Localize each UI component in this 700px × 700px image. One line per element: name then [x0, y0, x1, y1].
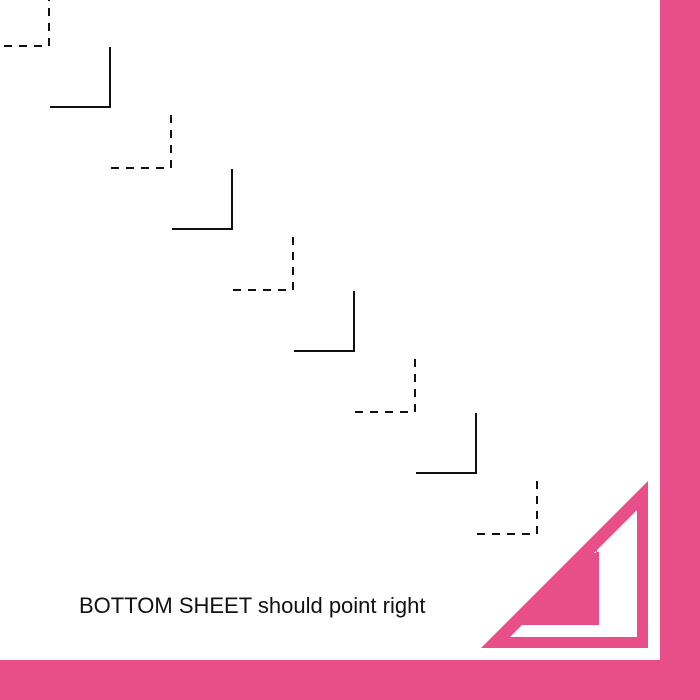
solid-corner-guide — [416, 413, 477, 474]
right-border-bar — [660, 0, 700, 700]
dashed-corner-guides — [0, 0, 538, 535]
caption-text: BOTTOM SHEET should point right — [79, 593, 426, 618]
bottom-border-bar — [0, 660, 700, 700]
dashed-corner-guide — [233, 230, 294, 291]
folded-inner-sheet — [520, 535, 599, 625]
dashed-corner-guide — [111, 108, 172, 169]
corner-triangle-marker — [481, 481, 648, 648]
solid-corner-guide — [172, 169, 233, 230]
dashed-corner-guide — [477, 474, 538, 535]
solid-corner-guide — [294, 291, 355, 352]
solid-corner-guide — [50, 47, 111, 108]
dashed-corner-guide — [0, 0, 50, 47]
dashed-corner-guide — [355, 352, 416, 413]
